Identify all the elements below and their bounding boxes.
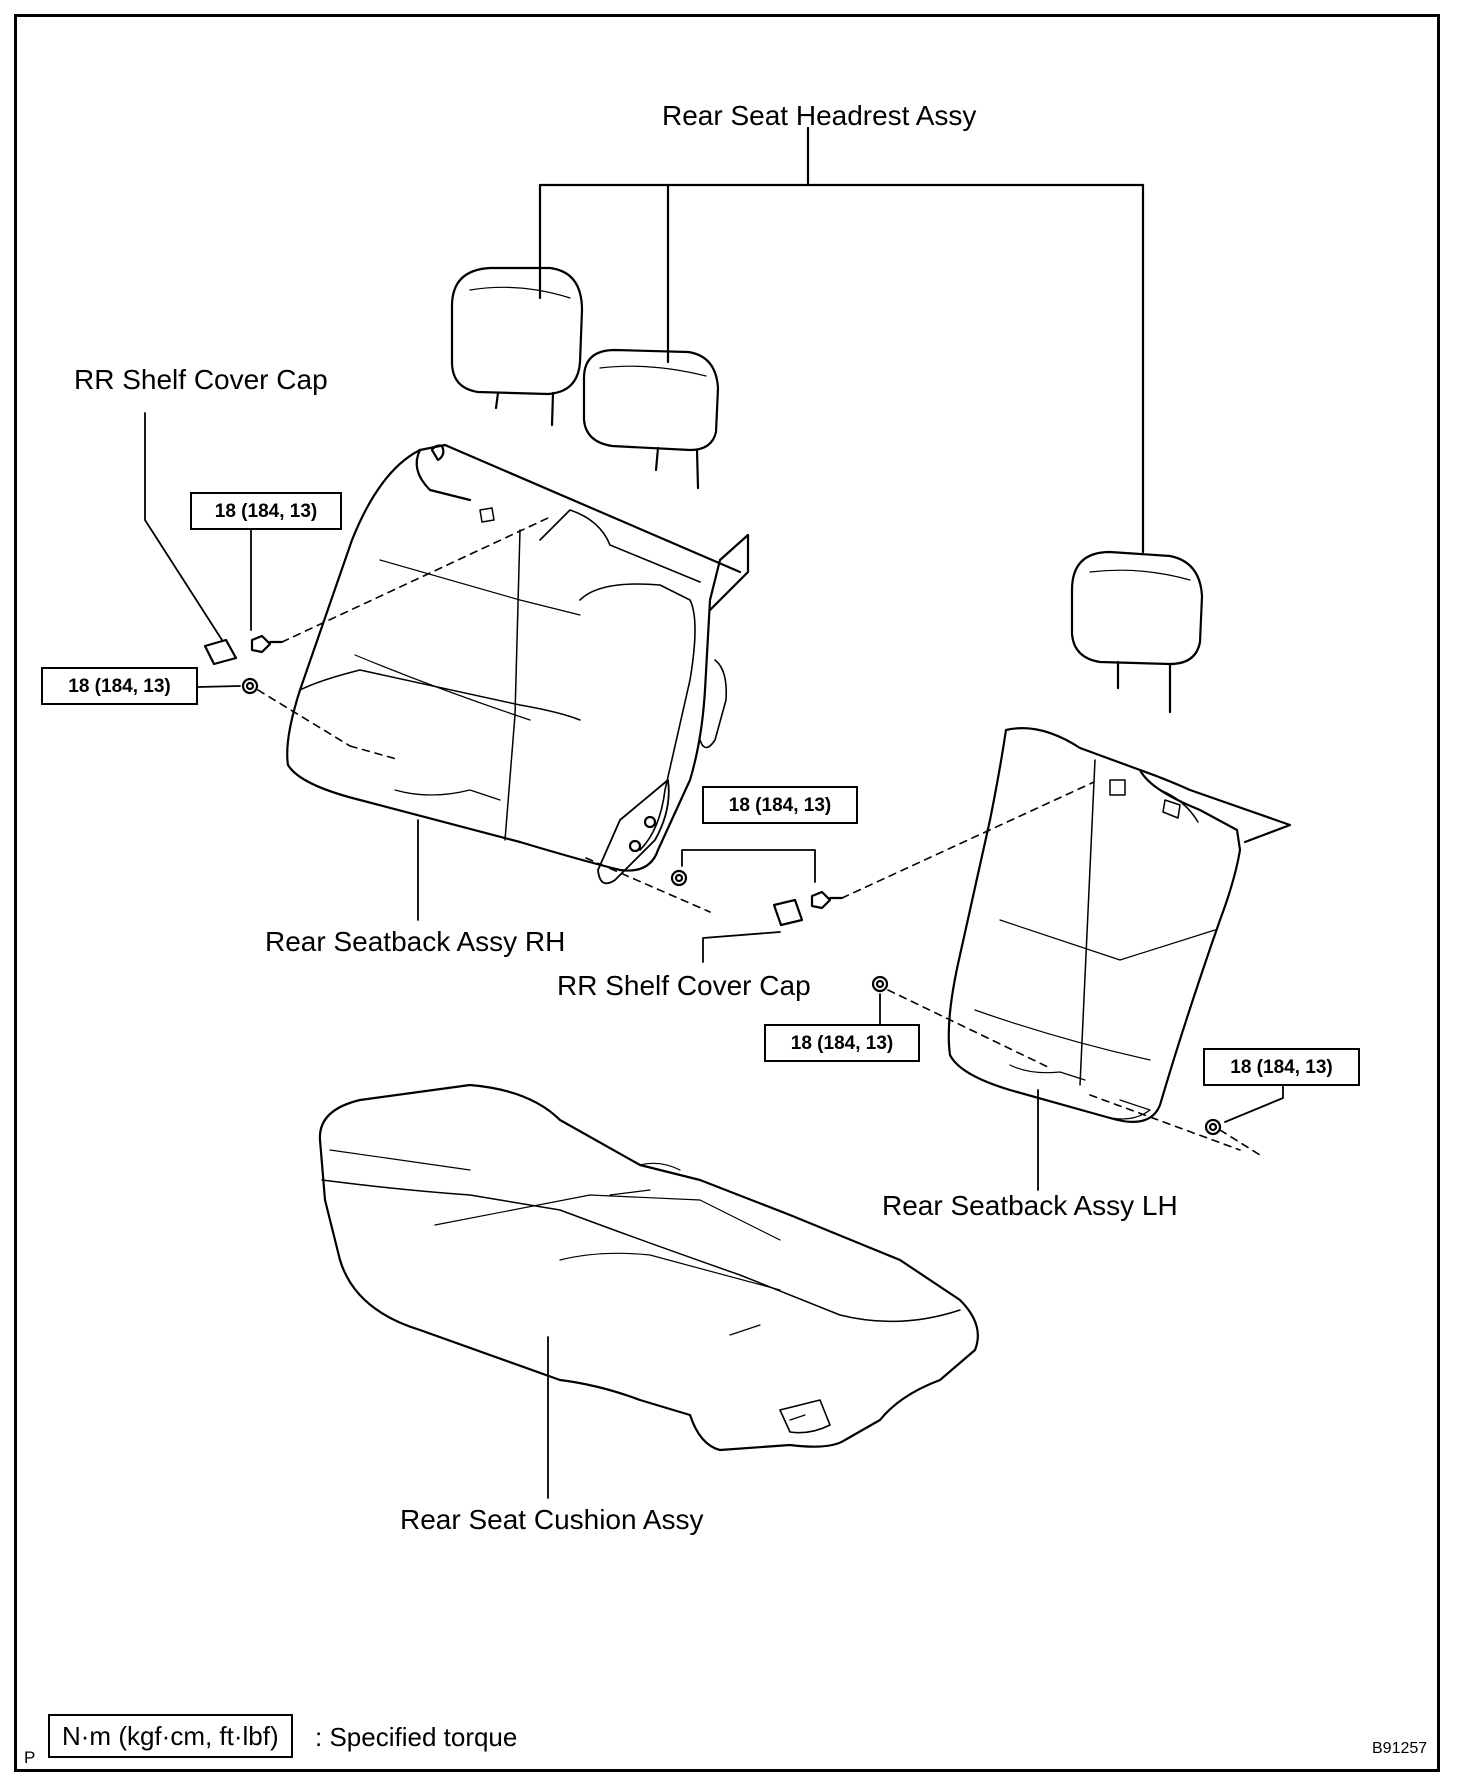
headrest-2 bbox=[582, 348, 720, 490]
shelf-cover-cap-left-drawing bbox=[203, 638, 238, 666]
label-rear-seat-headrest-assy: Rear Seat Headrest Assy bbox=[662, 100, 977, 131]
label-rear-seat-cushion-assy: Rear Seat Cushion Assy bbox=[400, 1504, 704, 1535]
label-rr-shelf-cover-cap-left: RR Shelf Cover Cap bbox=[74, 364, 328, 395]
legend-specified-torque-text: : Specified torque bbox=[315, 1722, 518, 1752]
alignment-dashed-lines bbox=[257, 517, 1261, 1156]
label-rr-shelf-cover-cap-center: RR Shelf Cover Cap bbox=[557, 970, 811, 1001]
legend-torque-unit-box: N·m (kgf·cm, ft·lbf) bbox=[48, 1714, 293, 1758]
diagram-frame bbox=[14, 14, 1440, 1772]
headrest-1 bbox=[450, 266, 584, 427]
rear-seatback-rh-drawing bbox=[286, 443, 750, 885]
fasteners bbox=[241, 634, 1222, 1136]
label-leader-lines bbox=[144, 412, 1284, 1499]
headrest-leader-lines bbox=[538, 126, 1145, 554]
label-rear-seatback-assy-rh: Rear Seatback Assy RH bbox=[265, 926, 566, 957]
figure-code: B91257 bbox=[1372, 1740, 1428, 1757]
torque-box-nut-left: 18 (184, 13) bbox=[41, 667, 198, 705]
torque-box-center-pair: 18 (184, 13) bbox=[702, 786, 858, 824]
rear-seat-cushion-drawing bbox=[318, 1083, 979, 1452]
shelf-cover-cap-center-drawing bbox=[772, 898, 804, 927]
torque-box-bolt-left: 18 (184, 13) bbox=[190, 492, 342, 530]
rear-seatback-lh-drawing bbox=[947, 727, 1292, 1123]
label-rear-seatback-assy-lh: Rear Seatback Assy LH bbox=[882, 1190, 1178, 1221]
torque-box-nut-lh-upper: 18 (184, 13) bbox=[764, 1024, 920, 1062]
torque-box-nut-lh-right: 18 (184, 13) bbox=[1203, 1048, 1360, 1086]
headrest-3 bbox=[1070, 550, 1204, 714]
page-mark: P bbox=[24, 1748, 36, 1767]
